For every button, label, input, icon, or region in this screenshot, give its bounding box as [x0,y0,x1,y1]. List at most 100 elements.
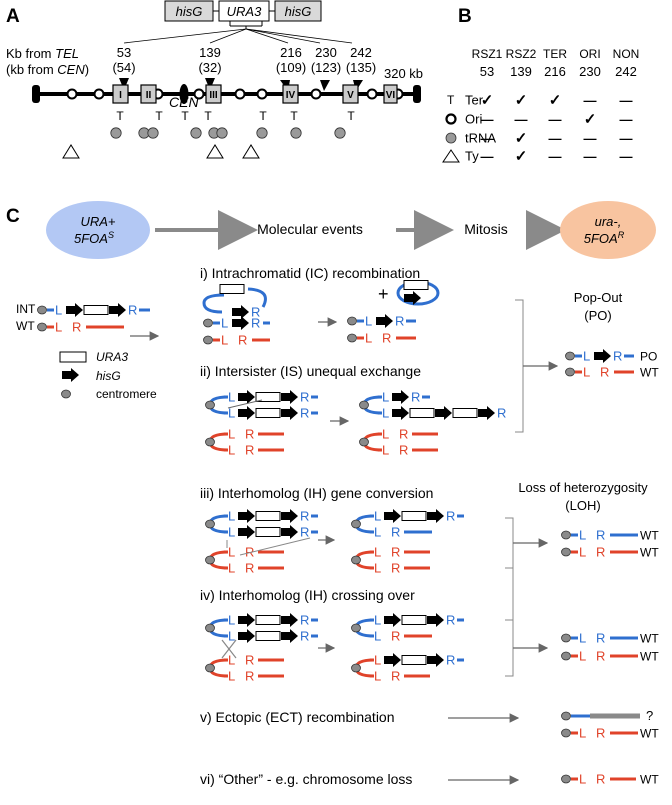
centromere-icon [351,623,361,633]
dash-cell: — [620,112,633,127]
centromere-icon [561,728,571,738]
row-label-trna: tRNA [465,131,496,146]
hisg-arrow-icon [478,406,495,420]
gene-II: II [146,90,152,101]
L-label: L [228,525,235,540]
ori-symbol [445,113,457,125]
centromere-icon [205,400,215,410]
chromosome-map: I II III IV V VI [32,84,421,104]
loop [247,287,267,308]
dash-cell: — [481,112,494,127]
R-label: R [399,427,408,442]
ura-plus-line2: 5FOAS [74,230,114,246]
centromere-icon [205,519,215,529]
unknown-mark: ? [646,708,653,723]
dash-cell: — [620,131,633,146]
R-label: R [596,649,605,664]
hisg-arrow-icon [427,613,444,627]
R-label: R [613,349,622,364]
col-ter: TER [543,47,567,61]
construct: hisG URA3 hisG [123,0,353,44]
centromere-icon [347,333,357,343]
L-label: L [365,314,372,329]
event-iv-title: iv) Interhomolog (IH) crossing over [200,587,415,603]
event-vi-title: vi) “Other” - e.g. chromosome loss [200,771,412,787]
L-label: L [374,561,381,576]
wt-label: WT [16,319,35,333]
col-kb-rsz2: 139 [510,64,532,79]
dash-cell: — [620,149,633,164]
ura-minus-oval [560,201,656,259]
gene-VI: VI [386,90,396,101]
centromere-icon [37,322,47,332]
L-label: L [374,653,381,668]
chromosome-length: 320 kb [384,66,423,81]
R-label: R [391,629,400,644]
R-label: R [596,545,605,560]
centromere-icon [565,351,575,361]
centromere-icon [205,437,215,447]
mitosis: Mitosis [464,221,508,237]
R-label: R [391,545,400,560]
col-rsz1: RSZ1 [472,47,503,61]
L-label: L [382,427,389,442]
hisg-arrow-icon [384,613,401,627]
panel-a-letter: A [6,6,20,27]
L-label: L [228,509,235,524]
hisg-arrow-icon [232,316,249,330]
check-icon: ✓ [481,92,494,109]
L-label: L [382,443,389,458]
svg-text:T: T [204,109,212,123]
L-label: L [228,390,235,405]
L-label: L [228,613,235,628]
R-label: R [391,561,400,576]
exchange-line [227,399,263,409]
R-label: R [251,305,260,320]
R-label: R [391,669,400,684]
ura-minus-line2: 5FOAR [584,230,625,246]
row-label-ter: Ter [465,93,484,108]
ura3-box [409,408,435,418]
col-kb-ter: 216 [544,64,566,79]
dash-cell: — [549,149,562,164]
event-i-title: i) Intrachromatid (IC) recombination [200,265,420,281]
trna-markers [110,127,346,139]
centromere-icon [37,305,47,315]
hisg-arrow-icon [238,509,255,523]
loh-header-abbrev: (LOH) [565,498,600,513]
popout-header-abbrev: (PO) [584,308,611,323]
col-kb-ori: 230 [579,64,601,79]
centromere-icon [359,400,369,410]
centromere-icon [205,555,215,565]
hisg-arrow-icon [392,406,409,420]
pos-3-tel: 216 [280,45,302,60]
gene-I: I [119,90,122,101]
hisg-arrow-icon [281,629,298,643]
wt-tag: WT [640,632,659,646]
ura-plus-line1: URA+ [80,214,115,229]
R-label: R [251,316,260,331]
ty-symbol [442,149,460,163]
gene-III: III [209,90,218,101]
ura3-box [83,305,109,315]
R-label: R [596,772,605,787]
R-label: R [391,525,400,540]
hisg-arrow-icon [281,390,298,404]
L-label: L [579,528,586,543]
L-label: L [228,406,235,421]
hisg-arrow-icon [232,305,249,319]
R-label: R [72,320,81,335]
L-label: L [55,320,62,335]
svg-text:T: T [259,109,267,123]
wt-tag: WT [640,529,659,543]
construct-hisg-right: hisG [285,4,312,19]
col-non: NON [613,47,640,61]
L-label: L [228,545,235,560]
R-label: R [446,509,455,524]
hisg-arrow-icon [238,406,255,420]
